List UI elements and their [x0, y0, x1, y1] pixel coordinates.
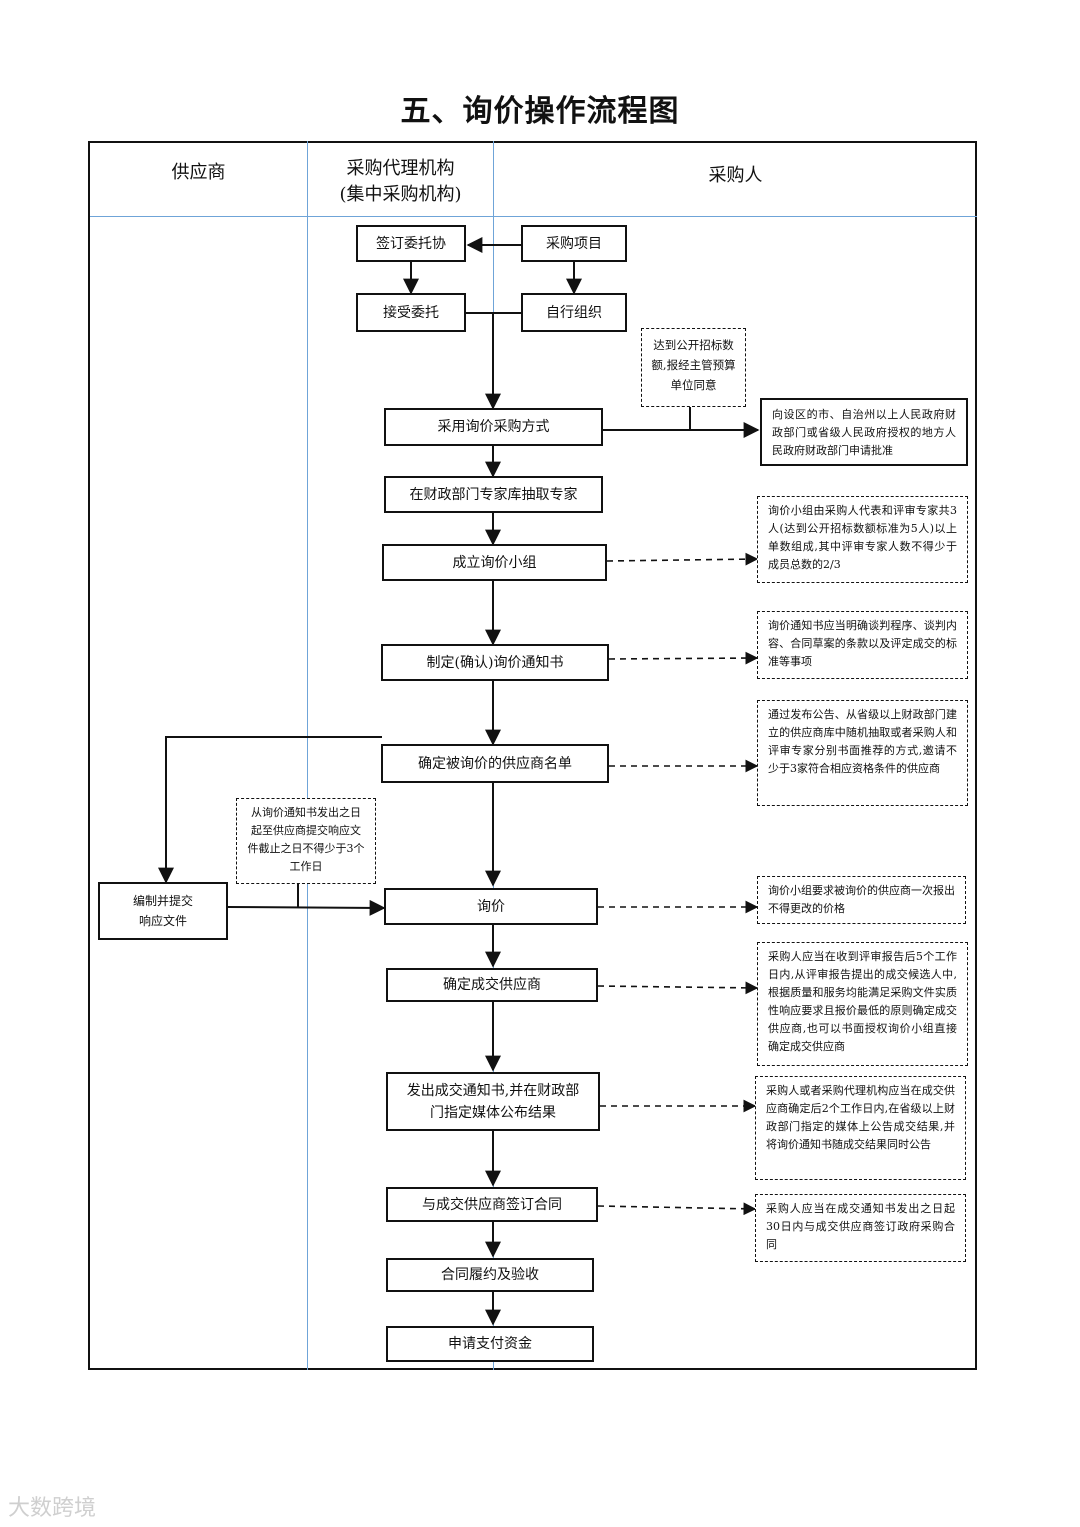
issue-notice-line1: 发出成交通知书,并在财政部 [406, 1082, 580, 1099]
box-sign-entrust: 签订委托协 [356, 225, 466, 262]
note-winner: 采购人应当在收到评审报告后5个工作日内,从评审报告提出的成交候选人中,根据质量和… [757, 942, 968, 1066]
box-self-organize: 自行组织 [521, 293, 627, 332]
note-contract: 采购人应当在成交通知书发出之日起30日内与成交供应商签订政府采购合同 [755, 1194, 966, 1262]
box-draw-experts: 在财政部门专家库抽取专家 [384, 476, 603, 513]
box-issue-notice: 发出成交通知书,并在财政部 门指定媒体公布结果 [386, 1072, 600, 1131]
page-title: 五、询价操作流程图 [400, 94, 680, 129]
lane-header-agency: 采购代理机构 (集中采购机构) [308, 156, 493, 208]
lane-header-agency-line1: 采购代理机构 [346, 158, 455, 179]
box-prepare-response: 编制并提交 响应文件 [98, 882, 228, 940]
note-suppliers: 通过发布公告、从省级以上财政部门建立的供应商库中随机抽取或者采购人和评审专家分别… [757, 700, 968, 806]
box-approval: 向设区的市、自治州以上人民政府财政部门或省级人民政府授权的地方人民政府财政部门申… [760, 398, 968, 466]
note-threshold: 达到公开招标数额,报经主管预算单位同意 [641, 328, 746, 407]
lane-divider-1 [307, 141, 308, 1370]
box-adopt-inquiry: 采用询价采购方式 [384, 408, 603, 446]
box-determine-suppliers: 确定被询价的供应商名单 [381, 744, 609, 783]
box-sign-contract: 与成交供应商签订合同 [386, 1187, 598, 1222]
lane-header-purchaser: 采购人 [708, 165, 763, 186]
note-group: 询价小组由采购人代表和评审专家共3人(达到公开招标数额标准为5人)以上单数组成,… [757, 496, 968, 583]
prepare-response-line1: 编制并提交 [132, 894, 193, 908]
box-determine-winner: 确定成交供应商 [386, 968, 598, 1002]
issue-notice-line2: 门指定媒体公布结果 [430, 1104, 556, 1121]
box-perform-accept: 合同履约及验收 [386, 1258, 594, 1292]
note-price: 询价小组要求被询价的供应商一次报出不得更改的价格 [757, 876, 966, 924]
lane-header-agency-line2: (集中采购机构) [339, 184, 462, 205]
prepare-response-line2: 响应文件 [138, 914, 187, 928]
note-notice: 询价通知书应当明确谈判程序、谈判内容、合同草案的条款以及评定成交的标准等事项 [757, 611, 968, 679]
box-apply-payment: 申请支付资金 [386, 1326, 594, 1362]
watermark-logo: 大数跨境 [8, 1496, 97, 1521]
box-draft-notice: 制定(确认)询价通知书 [381, 644, 609, 681]
note-publish: 采购人或者采购代理机构应当在成交供应商确定后2个工作日内,在省级以上财政部门指定… [755, 1076, 966, 1180]
box-form-group: 成立询价小组 [382, 544, 607, 581]
lane-header-supplier: 供应商 [171, 162, 226, 183]
flowchart-frame [88, 141, 977, 1370]
box-purchase-project: 采购项目 [521, 225, 627, 262]
note-deadline: 从询价通知书发出之日起至供应商提交响应文件截止之日不得少于3个工作日 [236, 798, 376, 884]
box-inquiry: 询价 [384, 888, 598, 925]
box-accept-entrust: 接受委托 [356, 293, 466, 332]
header-divider [90, 216, 977, 217]
